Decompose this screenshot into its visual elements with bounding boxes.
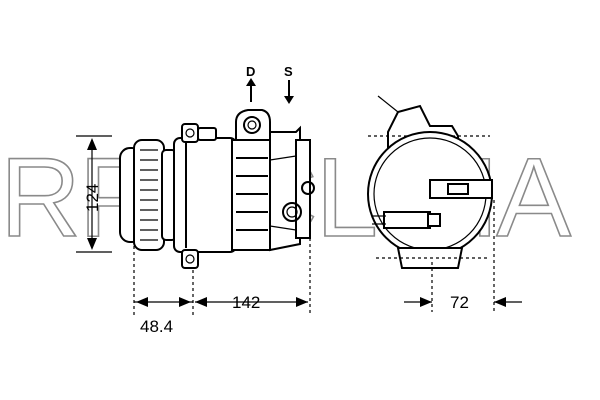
pulley-offset-value: 48.4: [140, 317, 173, 336]
compressor-body: [173, 109, 315, 269]
pulley: [119, 139, 177, 251]
discharge-port-marker: D: [246, 64, 256, 102]
discharge-label: D: [246, 64, 255, 79]
width-dimension: 72: [404, 293, 522, 312]
compressor-side-view: D S 124 142: [76, 64, 315, 336]
compressor-end-view: 72: [367, 95, 522, 312]
height-value: 124: [83, 184, 102, 212]
suction-port-marker: S: [284, 64, 294, 104]
body-length-value: 142: [232, 293, 260, 312]
height-dimension: 124: [76, 135, 112, 253]
length-dimensions: 142 48.4: [133, 196, 311, 336]
suction-label: S: [284, 64, 293, 79]
side-width-value: 72: [450, 293, 469, 312]
